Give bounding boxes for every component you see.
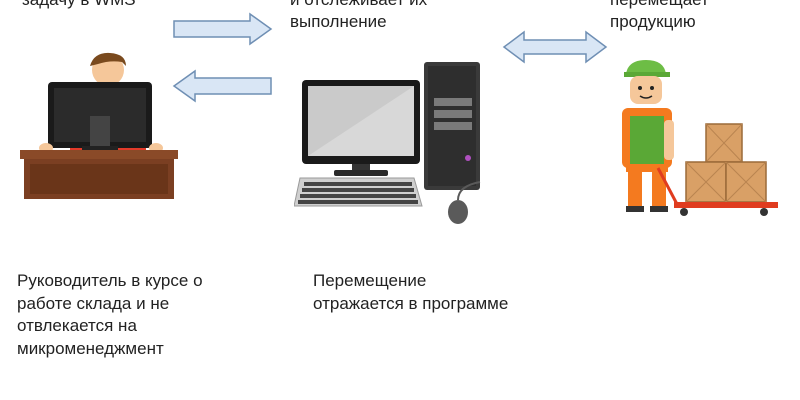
top-middle-text: и отслеживает их выполнение: [290, 0, 427, 33]
manager-at-desk-icon: [20, 52, 178, 199]
caption-manager: Руководитель в курсе о работе склада и н…: [17, 270, 203, 360]
text-line: задачу в WMS: [22, 0, 136, 11]
caption-line: Перемещение: [313, 271, 427, 290]
arrow-right-icon: [173, 12, 273, 46]
caption-line: Руководитель в курсе о: [17, 271, 203, 290]
text-line: выполнение: [290, 12, 387, 31]
caption-line: отражается в программе: [313, 293, 509, 313]
text-line: перемещает: [610, 0, 709, 11]
double-arrow-icon: [502, 30, 608, 64]
caption-line: отвлекается на: [17, 316, 137, 335]
top-right-text: перемещает продукцию: [610, 0, 709, 33]
computer-workstation-icon: [294, 62, 481, 224]
text-line: продукцию: [610, 12, 696, 31]
arrow-left-icon: [172, 69, 272, 103]
text-line: и отслеживает их: [290, 0, 427, 11]
warehouse-worker-icon: [622, 60, 778, 216]
caption-computer: Перемещение отражается в программе: [313, 270, 508, 315]
caption-line: работе склада и не: [17, 293, 170, 313]
top-left-text: задачу в WMS: [22, 0, 136, 11]
caption-line: микроменеджмент: [17, 338, 164, 358]
